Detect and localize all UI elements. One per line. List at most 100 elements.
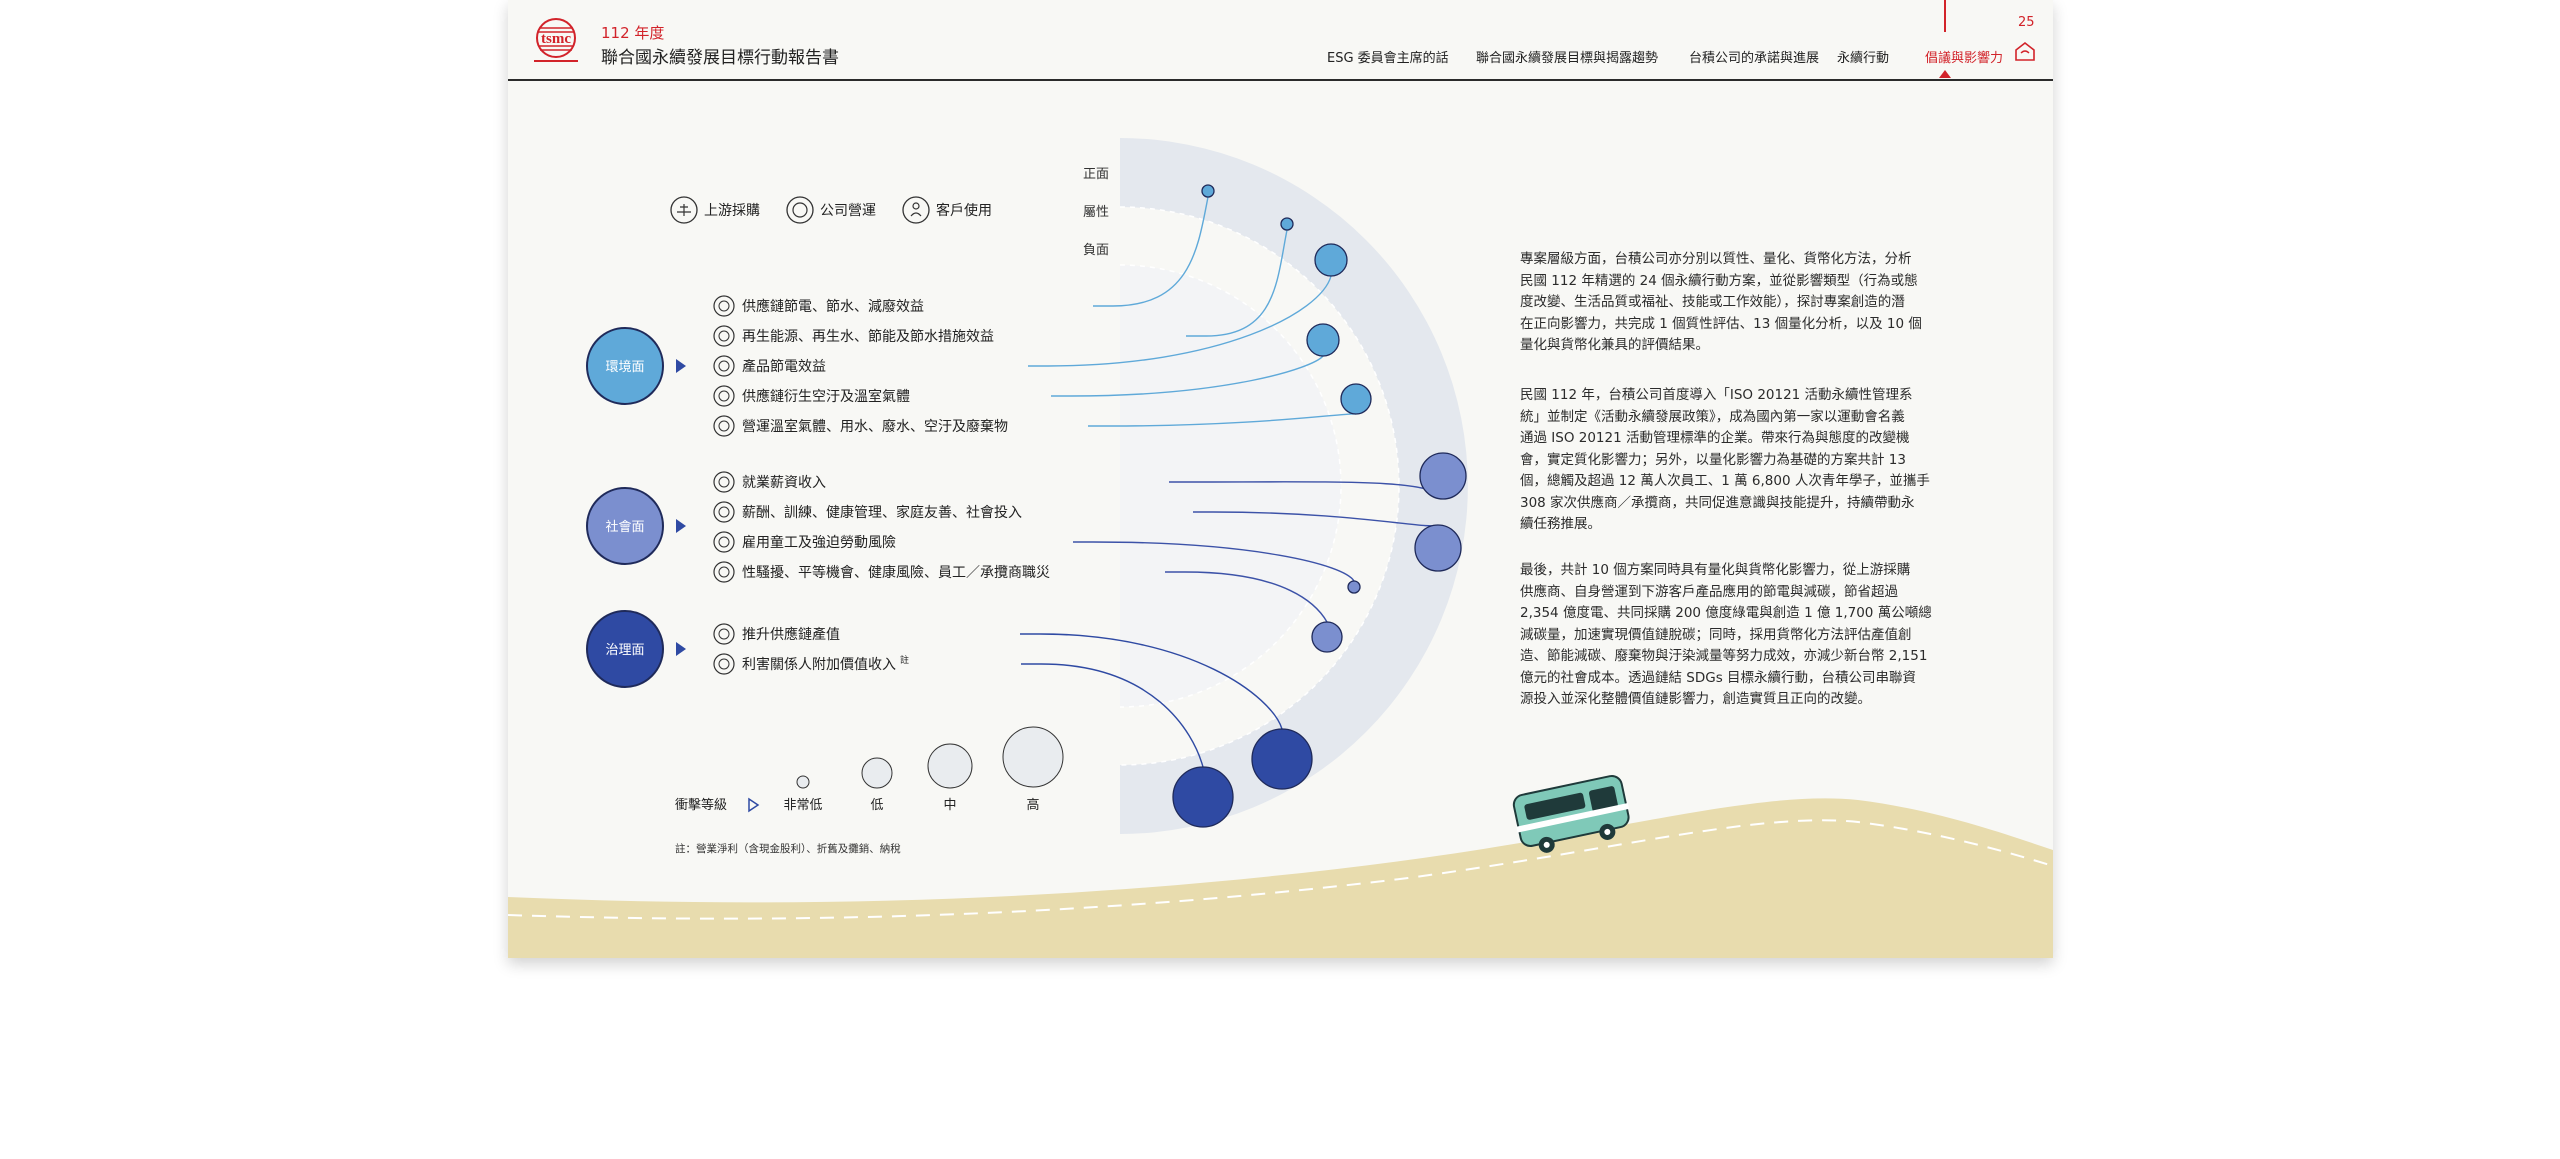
impact-node-env-3 bbox=[1314, 243, 1348, 277]
impact-node-env-4 bbox=[1306, 323, 1340, 357]
item-stage-icon-env-5 bbox=[713, 415, 735, 437]
env-arrow-icon bbox=[676, 359, 686, 373]
header-rule bbox=[508, 79, 2053, 81]
axis-label-nature: 屬性 bbox=[1083, 205, 1109, 220]
item-label-gov-1: 推升供應鏈產值 bbox=[742, 626, 840, 643]
item-label-gov-2: 利害關係人附加價值收入 bbox=[742, 656, 896, 673]
item-stage-icon-gov-2 bbox=[713, 653, 735, 675]
customer-icon bbox=[902, 196, 930, 224]
paragraph-1: 專案層級方面，台積公司亦分別以質性、量化、貨幣化方法，分析民國 112 年精選的… bbox=[1520, 251, 1922, 353]
bus-illustration bbox=[1512, 774, 1630, 853]
connector-gov-2 bbox=[1021, 663, 1204, 768]
item-stage-icon-env-1 bbox=[713, 295, 735, 317]
category-label-society: 社會面 bbox=[605, 519, 644, 535]
footnote-marker: 註 bbox=[900, 654, 909, 666]
item-stage-icon-inner-env-3 bbox=[718, 360, 730, 372]
item-label-soc-4: 性騷擾、平等機會、健康風險、員工／承攬商職災 bbox=[742, 564, 1050, 581]
impact-node-soc-4 bbox=[1311, 621, 1343, 653]
impact-level-very-low: 非常低 bbox=[783, 798, 822, 813]
impact-very-low-circle bbox=[796, 775, 810, 789]
axis-label-negative: 負面 bbox=[1083, 243, 1109, 258]
impact-node-env-1 bbox=[1201, 184, 1215, 198]
items-layer: 供應鏈節電、節水、減廢效益再生能源、再生水、節能及節水措施效益產品節電效益供應鏈… bbox=[713, 184, 1467, 828]
connector-env-3 bbox=[1028, 275, 1332, 367]
nav-sdg-trends[interactable]: 聯合國永續發展目標與揭露趨勢 bbox=[1476, 51, 1659, 66]
item-stage-icon-soc-1 bbox=[713, 471, 735, 493]
impact-level-mid: 中 bbox=[943, 798, 956, 813]
item-label-soc-2: 薪酬、訓練、健康管理、家庭友善、社會投入 bbox=[742, 504, 1022, 521]
item-label-env-5: 營運溫室氣體、用水、廢水、空汙及廢棄物 bbox=[742, 418, 1008, 435]
legend-operations: 公司營運 bbox=[820, 203, 876, 219]
impact-mid-circle bbox=[927, 743, 973, 789]
impact-legend-label: 衝擊等級 bbox=[675, 797, 727, 813]
item-stage-icon-inner-env-1 bbox=[718, 300, 730, 312]
impact-level-high: 高 bbox=[1026, 797, 1039, 813]
category-label-governance: 治理面 bbox=[605, 643, 644, 658]
connector-soc-4 bbox=[1165, 571, 1328, 623]
report-title: 聯合國永續發展目標行動報告書 bbox=[601, 48, 839, 68]
nav-commitment[interactable]: 台積公司的承諾與進展 bbox=[1689, 51, 1820, 66]
connector-soc-3 bbox=[1073, 541, 1355, 582]
nav-actions[interactable]: 永續行動 bbox=[1837, 51, 1890, 66]
connector-env-1 bbox=[1093, 196, 1209, 307]
item-stage-icon-inner-gov-1 bbox=[718, 628, 730, 640]
impact-diagram: 正面 屬性 負面 上游採購 公司營運 客戶使用 環境面 社會面 bbox=[508, 138, 2053, 958]
operations-icon bbox=[786, 196, 814, 224]
category-label-environment: 環境面 bbox=[605, 360, 644, 375]
item-label-env-3: 產品節電效益 bbox=[742, 358, 826, 375]
connector-gov-1 bbox=[1020, 633, 1283, 730]
item-stage-icon-gov-1 bbox=[713, 623, 735, 645]
impact-node-soc-1 bbox=[1419, 452, 1467, 500]
item-stage-icon-soc-4 bbox=[713, 561, 735, 583]
item-label-env-4: 供應鏈衍生空汙及溫室氣體 bbox=[742, 388, 910, 405]
impact-low-circle bbox=[861, 757, 893, 789]
item-stage-icon-inner-soc-4 bbox=[718, 566, 730, 578]
item-stage-icon-inner-soc-1 bbox=[718, 476, 730, 488]
impact-node-soc-3 bbox=[1347, 580, 1361, 594]
paragraph-3: 最後，共計 10 個方案同時具有量化與貨幣化影響力，從上游採購供應商、自身營運到… bbox=[1520, 562, 1932, 707]
axis-label-positive: 正面 bbox=[1083, 167, 1109, 182]
item-stage-icon-inner-env-4 bbox=[718, 390, 730, 402]
category-environment: 環境面 bbox=[586, 327, 686, 405]
item-stage-icon-env-4 bbox=[713, 385, 735, 407]
report-page: tsmc 112 年度 聯合國永續發展目標行動報告書 ESG 委員會主席的話 聯… bbox=[508, 0, 2053, 958]
tsmc-logo: tsmc bbox=[534, 18, 578, 62]
impact-level-low: 低 bbox=[870, 798, 883, 813]
nav-influence[interactable]: 倡議與影響力 bbox=[1925, 51, 2004, 66]
item-label-env-1: 供應鏈節電、節水、減廢效益 bbox=[742, 298, 924, 315]
legend-customer: 客戶使用 bbox=[936, 202, 992, 219]
connector-env-2 bbox=[1186, 229, 1288, 337]
arc-inner-area bbox=[1120, 265, 1341, 707]
nav-esg-chair[interactable]: ESG 委員會主席的話 bbox=[1327, 51, 1449, 66]
item-stage-icon-soc-3 bbox=[713, 531, 735, 553]
report-year: 112 年度 bbox=[601, 24, 665, 42]
stage-legend: 上游採購 公司營運 客戶使用 bbox=[670, 196, 992, 224]
item-label-soc-3: 雇用童工及強迫勞動風險 bbox=[742, 534, 896, 551]
connector-env-4 bbox=[1051, 355, 1324, 397]
impact-node-gov-2 bbox=[1172, 766, 1234, 828]
impact-node-env-2 bbox=[1280, 217, 1294, 231]
item-stage-icon-env-3 bbox=[713, 355, 735, 377]
arc-band bbox=[1120, 138, 1468, 834]
road-center-line bbox=[508, 819, 2053, 920]
item-stage-icon-inner-gov-2 bbox=[718, 658, 730, 670]
active-nav-pointer bbox=[1939, 70, 1951, 78]
impact-node-env-5 bbox=[1340, 383, 1372, 415]
impact-high-circle bbox=[1002, 726, 1064, 788]
category-society: 社會面 bbox=[586, 487, 686, 565]
home-icon[interactable] bbox=[2013, 40, 2037, 62]
active-nav-marker bbox=[1944, 0, 1946, 32]
item-stage-icon-inner-env-5 bbox=[718, 420, 730, 432]
item-stage-icon-soc-2 bbox=[713, 501, 735, 523]
impact-legend: 衝擊等級 非常低 低 中 高 bbox=[675, 726, 1064, 813]
impact-node-gov-1 bbox=[1251, 728, 1313, 790]
legend-upstream: 上游採購 bbox=[704, 203, 760, 219]
item-label-env-2: 再生能源、再生水、節能及節水措施效益 bbox=[742, 328, 994, 345]
category-governance: 治理面 bbox=[586, 610, 686, 688]
gov-arrow-icon bbox=[676, 642, 686, 656]
logo-text: tsmc bbox=[541, 31, 571, 47]
connector-env-5 bbox=[1088, 413, 1357, 427]
footnote: 註：營業淨利（含現金股利）、折舊及攤銷、納稅 bbox=[675, 842, 901, 855]
item-stage-icon-env-2 bbox=[713, 325, 735, 347]
item-stage-icon-inner-env-2 bbox=[718, 330, 730, 342]
